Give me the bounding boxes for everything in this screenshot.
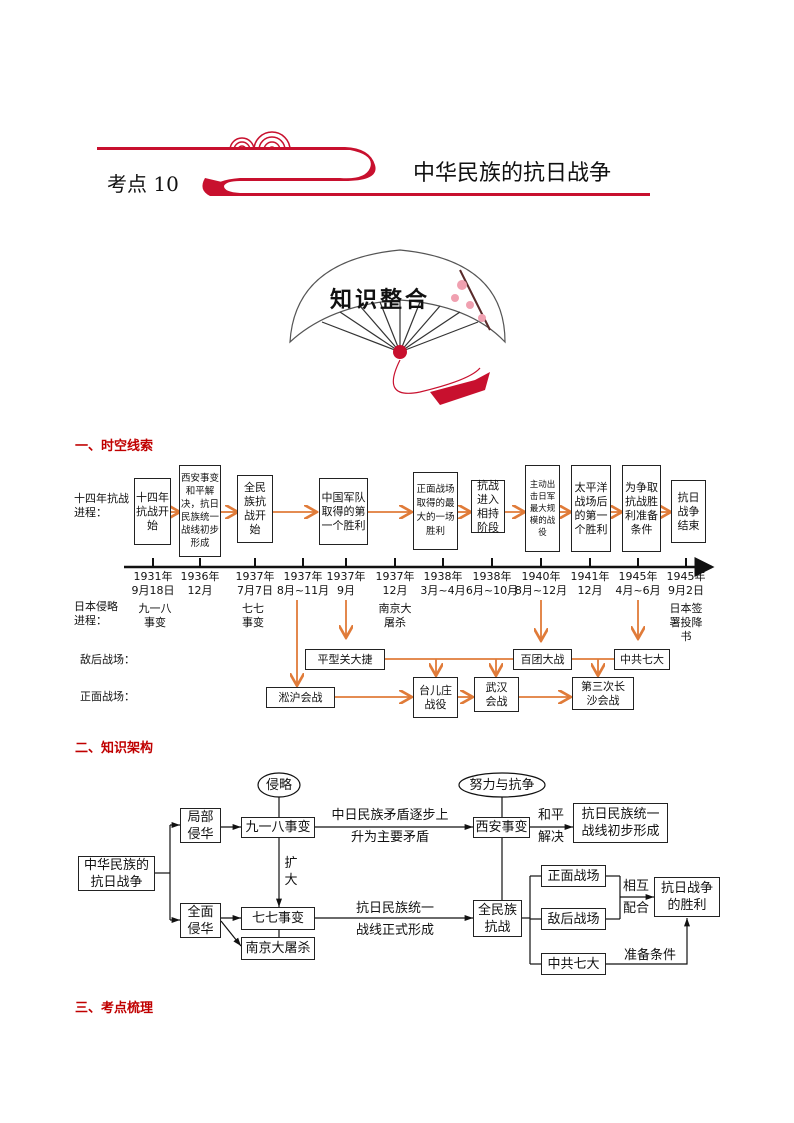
united-formal-text: 抗日民族统一 战线正式形成 <box>355 901 434 938</box>
battle-box: 武汉 会战 <box>474 677 519 712</box>
battle-box: 中共七大 <box>614 649 670 670</box>
fan-illustration <box>289 249 506 405</box>
date-label: 1938年 3月~4月 <box>420 570 466 597</box>
date-label: 1937年 9月 <box>326 570 366 597</box>
timeline-lines <box>124 0 715 740</box>
battle-box: 淞沪会战 <box>266 687 335 708</box>
section-heading-points: 三、考点梳理 <box>75 1001 154 1016</box>
expand-text: 扩 大 <box>284 856 298 888</box>
date-label: 1941年 12月 <box>570 570 610 597</box>
cooperate-text: 相互 配合 <box>622 879 649 916</box>
row-label-frontal: 正面战场： <box>80 690 135 703</box>
all-nation-box: 全民族 抗战 <box>473 900 522 937</box>
date-label: 1940年 8月~12月 <box>514 570 568 597</box>
date-label: 1937年 7月7日 <box>235 570 275 597</box>
peace-text: 和平 解决 <box>537 808 564 845</box>
battle-box: 第三次长 沙会战 <box>572 677 634 710</box>
victory-box: 抗日战争 的胜利 <box>654 877 720 917</box>
row-label-aggression: 日本侵略进程： <box>74 600 118 627</box>
event-box: 西安事变和平解决，抗日民族统一战线初步形成 <box>179 465 221 557</box>
root-box: 中华民族的 抗日战争 <box>78 856 155 891</box>
header-decoration <box>97 131 650 196</box>
battle-box: 百团大战 <box>513 649 572 670</box>
e918-box: 九一八事变 <box>241 817 315 838</box>
invasion-ellipse: 侵略 <box>265 778 292 793</box>
event-box: 抗日战争结束 <box>671 480 706 543</box>
battle-box: 台儿庄 战役 <box>413 677 458 718</box>
e77-box: 七七事变 <box>241 907 315 930</box>
aggression-label: 南京大 屠杀 <box>378 602 412 629</box>
prepare-text: 准备条件 <box>623 948 676 963</box>
fan-title: 知识整合 <box>330 287 431 313</box>
event-box: 十四年抗战开始 <box>134 478 171 545</box>
event-box: 主动出击日军最大规模的战役 <box>525 465 560 552</box>
contradiction-text: 中日民族矛盾逐步上 升为主要矛盾 <box>331 808 449 845</box>
event-box: 太平洋战场后的第一个胜利 <box>571 465 611 552</box>
struggle-ellipse: 努力与抗争 <box>469 778 535 793</box>
section-heading-timeline: 一、时空线索 <box>75 439 154 454</box>
row-label-progress: 十四年抗战进程： <box>74 492 129 519</box>
date-label: 1945年 4月~6月 <box>615 570 661 597</box>
nanjing-box: 南京大屠杀 <box>241 937 315 960</box>
frontal-box: 正面战场 <box>541 865 606 887</box>
xian-box: 西安事变 <box>473 817 530 838</box>
date-label: 1931年 9月18日 <box>131 570 175 597</box>
united-front-initial-box: 抗日民族统一 战线初步形成 <box>573 803 668 843</box>
page-title: 中华民族的抗日战争 <box>413 161 612 186</box>
event-box: 为争取抗战胜利准备条件 <box>622 465 661 552</box>
rear-box: 敌后战场 <box>541 908 606 930</box>
event-box: 正面战场取得的最大的一场胜利 <box>413 472 458 550</box>
event-box: 抗战进入相持阶段 <box>471 479 505 534</box>
section-heading-framework: 二、知识架构 <box>75 741 154 756</box>
date-label: 1936年 12月 <box>180 570 220 597</box>
kaodian-label: 考点 10 <box>107 172 179 196</box>
date-label: 1938年 6月~10月 <box>465 570 519 597</box>
aggression-label: 七七 事变 <box>242 602 264 629</box>
event-box: 全民族抗战开始 <box>237 475 273 543</box>
aggression-label: 九一八 事变 <box>138 602 172 629</box>
battle-box: 平型关大捷 <box>305 649 385 670</box>
date-label: 1937年 12月 <box>375 570 415 597</box>
partial-invasion-box: 局部 侵华 <box>180 808 221 843</box>
ccp7-box: 中共七大 <box>541 953 606 975</box>
aggression-label: 日本签 署投降 书 <box>669 602 703 643</box>
event-box: 中国军队取得的第一个胜利 <box>319 478 368 545</box>
date-label: 1945年 9月2日 <box>666 570 706 597</box>
row-label-enemy-rear: 敌后战场： <box>80 653 135 666</box>
full-invasion-box: 全面 侵华 <box>180 903 221 938</box>
framework-lines <box>155 772 690 965</box>
date-label: 1937年 8月~11月 <box>276 570 330 597</box>
